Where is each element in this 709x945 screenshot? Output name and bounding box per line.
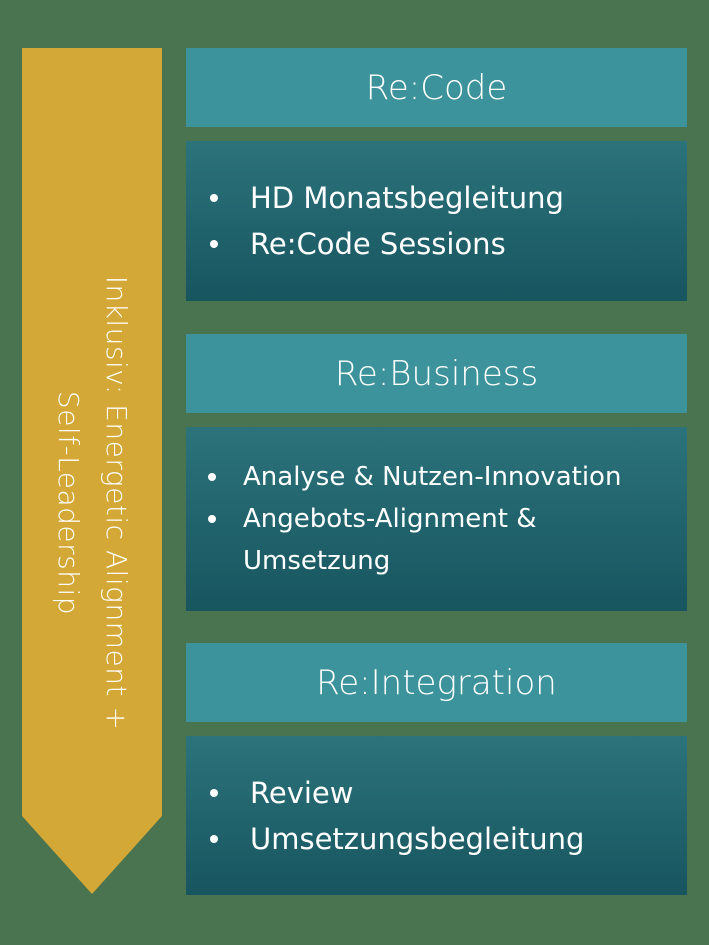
section-body-reintegration: Review Umsetzungsbegleitung [186, 736, 687, 895]
bullet-icon [210, 240, 218, 248]
section-header-rebusiness: Re:Business [186, 334, 687, 413]
arrow-label-line1: Inklusiv: Energetic Alignment + [100, 275, 133, 731]
bullet-icon [208, 473, 216, 481]
list-item: HD Monatsbegleitung [186, 175, 687, 221]
bullet-icon [210, 834, 218, 843]
list-item: Analyse & Nutzen-Innovation [186, 456, 687, 498]
bullet-icon [210, 194, 218, 202]
list-item: Re:Code Sessions [186, 221, 687, 267]
bullet-icon [208, 515, 216, 523]
inclusive-arrow: Inklusiv: Energetic Alignment + Self-Lea… [22, 48, 162, 894]
arrow-label-line2: Self-Leadership [52, 390, 85, 616]
bullet-icon [210, 788, 218, 797]
list-item: Review [186, 770, 687, 816]
list-item: Umsetzungsbegleitung [186, 816, 687, 862]
section-header-reintegration: Re:Integration [186, 643, 687, 722]
list-item: Angebots-Alignment & Umsetzung [186, 498, 687, 582]
section-body-recode: HD Monatsbegleitung Re:Code Sessions [186, 141, 687, 301]
arrow-label: Inklusiv: Energetic Alignment + Self-Lea… [44, 193, 140, 813]
section-body-rebusiness: Analyse & Nutzen-Innovation Angebots-Ali… [186, 427, 687, 611]
section-header-recode: Re:Code [186, 48, 687, 127]
arrow-shape [22, 48, 162, 894]
